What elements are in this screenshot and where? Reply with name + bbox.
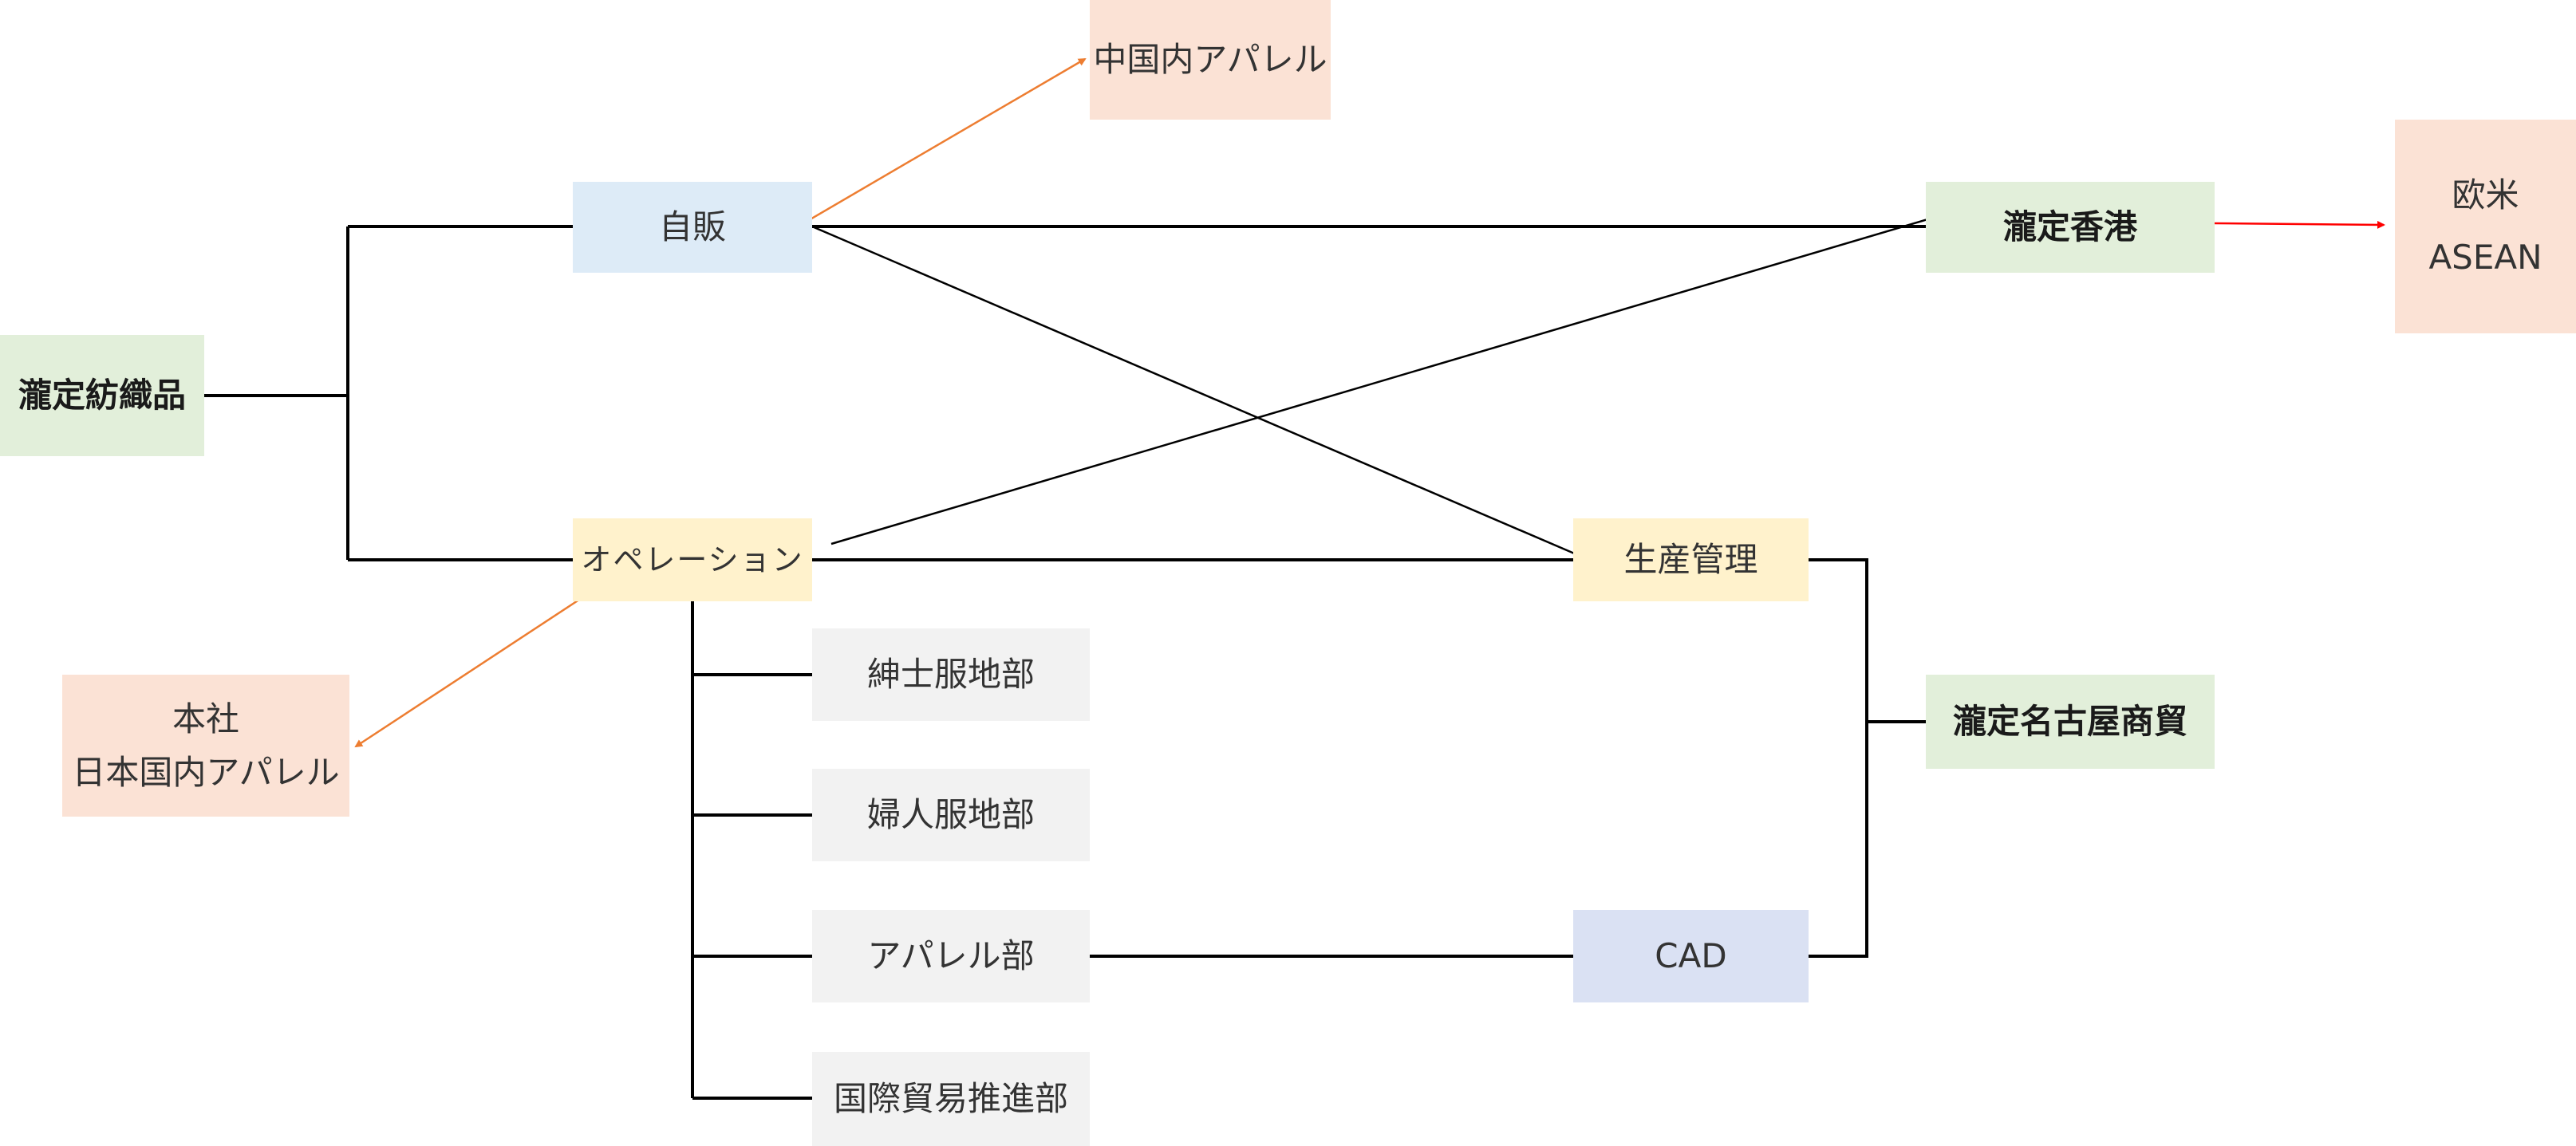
node-cad: CAD bbox=[1573, 910, 1809, 1002]
arrow-jihan-china bbox=[808, 57, 1087, 222]
node-womens-fabric: 婦人服地部 bbox=[812, 769, 1090, 861]
node-jihan: 自販 bbox=[573, 182, 812, 273]
edge-operation-hongkong-diagonal bbox=[830, 212, 1947, 545]
node-label: オペレーション bbox=[581, 541, 804, 577]
edge-seisan-cad-bracket bbox=[1809, 558, 1868, 958]
node-label: 国際貿易推進部 bbox=[833, 1079, 1068, 1119]
node-oubei-asean: 欧米 ASEAN bbox=[2395, 120, 2576, 333]
node-honsha: 本社 日本国内アパレル bbox=[62, 675, 349, 817]
edge-jihan-seisan-diagonal bbox=[811, 225, 1579, 557]
node-label: 瀧定紡織品 bbox=[18, 376, 186, 415]
node-china-apparel: 中国内アパレル bbox=[1090, 0, 1331, 120]
node-label: 瀧定名古屋商貿 bbox=[1952, 702, 2187, 742]
node-label: 中国内アパレル bbox=[1093, 40, 1327, 80]
arrow-hongkong-oubei bbox=[2214, 220, 2385, 229]
node-label: 瀧定香港 bbox=[2002, 207, 2137, 247]
node-label-line2: ASEAN bbox=[2428, 238, 2542, 277]
node-label: 生産管理 bbox=[1623, 540, 1758, 580]
node-label: アパレル部 bbox=[867, 936, 1035, 976]
node-takisada-textile: 瀧定紡織品 bbox=[0, 335, 204, 456]
node-intl-trade-dept: 国際貿易推進部 bbox=[812, 1052, 1090, 1146]
arrow-operation-honsha bbox=[354, 595, 585, 748]
node-takisada-nagoya: 瀧定名古屋商貿 bbox=[1926, 675, 2215, 769]
node-takisada-hongkong: 瀧定香港 bbox=[1926, 182, 2215, 273]
node-label: 紳士服地部 bbox=[866, 655, 1035, 695]
node-apparel-dept: アパレル部 bbox=[812, 910, 1090, 1002]
node-label-line2: 日本国内アパレル bbox=[72, 753, 340, 792]
node-label: 婦人服地部 bbox=[866, 795, 1035, 835]
node-label-line1: 本社 bbox=[172, 699, 239, 738]
node-label: 自販 bbox=[658, 207, 726, 247]
node-seisan-kanri: 生産管理 bbox=[1573, 518, 1809, 601]
node-operation: オペレーション bbox=[573, 518, 812, 601]
node-mens-fabric: 紳士服地部 bbox=[812, 628, 1090, 721]
node-label: CAD bbox=[1655, 936, 1727, 976]
node-label-line1: 欧米 bbox=[2452, 175, 2519, 215]
